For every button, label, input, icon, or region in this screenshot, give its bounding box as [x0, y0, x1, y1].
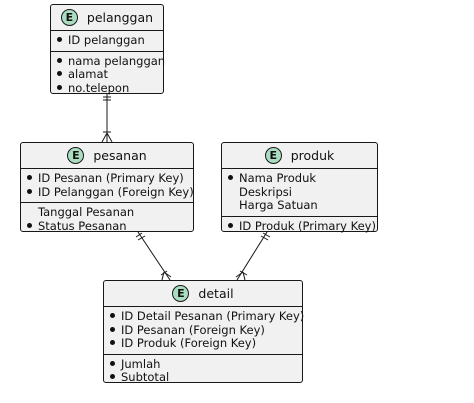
attribute-row: ID Pelanggan (Foreign Key) — [27, 185, 194, 200]
entity-header: E produk — [222, 143, 377, 168]
bullet-icon — [110, 326, 115, 332]
attribute-row: ID pelanggan — [57, 33, 157, 48]
attribute-row: ID Pesanan (Foreign Key) — [110, 323, 296, 338]
entity-pelanggan: E pelanggan ID pelanggan nama pelanggan … — [50, 4, 165, 94]
entity-name: pesanan — [93, 148, 147, 163]
bullet-icon — [57, 37, 62, 42]
entity-header: E detail — [104, 281, 302, 306]
attribute-row: Tanggal Pesanan — [38, 205, 135, 219]
edge-produk-detail — [235, 231, 271, 281]
bullet-icon — [57, 71, 62, 76]
bullet-icon — [110, 340, 115, 345]
entity-badge-icon: E — [172, 285, 190, 302]
attribute-row: Harga Satuan — [239, 198, 318, 212]
bullet-icon — [57, 84, 62, 90]
attribute-row: Nama Produk — [228, 171, 371, 186]
entity-name: pelanggan — [86, 10, 154, 25]
attribute-row: Deskripsi — [239, 184, 292, 199]
attribute-section: Tanggal Pesanan Status Pesanan — [21, 202, 193, 236]
attribute-row: Status Pesanan — [27, 219, 187, 234]
bullet-icon — [27, 175, 32, 180]
attribute-row: alamat — [57, 67, 157, 82]
entity-badge-icon: E — [67, 147, 85, 164]
attribute-row: ID Pesanan (Primary Key) — [27, 171, 187, 186]
bullet-icon — [228, 222, 233, 228]
key-section: ID Pesanan (Primary Key) ID Pelanggan (F… — [21, 168, 194, 202]
attribute-section: ID Produk (Primary Key) — [222, 215, 377, 237]
attribute-row: nama pelanggan — [57, 54, 165, 69]
entity-name: produk — [290, 148, 335, 163]
attribute-section: Jumlah Subtotal — [104, 353, 302, 388]
entity-pesanan: E pesanan ID Pesanan (Primary Key) ID Pe… — [20, 142, 194, 232]
bullet-icon — [110, 374, 115, 379]
bullet-icon — [27, 188, 32, 194]
entity-name: detail — [198, 286, 234, 301]
entity-detail: E detail ID Detail Pesanan (Primary Key)… — [103, 280, 304, 384]
bullet-icon — [110, 313, 115, 318]
key-section: ID pelanggan — [51, 30, 163, 51]
attribute-row: Subtotal — [110, 370, 296, 385]
attribute-row: ID Produk (Foreign Key) — [110, 336, 296, 351]
edge-pesanan-detail — [135, 231, 172, 281]
entity-header: E pelanggan — [51, 5, 163, 30]
edge-pelanggan-pesanan — [101, 94, 113, 143]
attribute-section: nama pelanggan alamat no.telepon — [51, 50, 165, 99]
entity-header: E pesanan — [21, 143, 193, 168]
bullet-icon — [57, 57, 62, 63]
bullet-icon — [27, 222, 32, 228]
entity-produk: E produk Nama Produk Deskripsi Harga Sat… — [221, 142, 378, 232]
attribute-row: no.telepon — [57, 81, 157, 96]
entity-badge-icon: E — [60, 9, 78, 26]
entity-badge-icon: E — [264, 147, 282, 164]
attribute-row: ID Produk (Primary Key) — [228, 219, 376, 234]
bullet-icon — [110, 360, 115, 366]
key-section: ID Detail Pesanan (Primary Key) ID Pesan… — [104, 306, 304, 354]
bullet-icon — [228, 175, 233, 180]
attribute-row: Jumlah — [110, 357, 296, 372]
key-section: Nama Produk Deskripsi Harga Satuan — [222, 168, 377, 216]
attribute-row: ID Detail Pesanan (Primary Key) — [110, 309, 304, 324]
